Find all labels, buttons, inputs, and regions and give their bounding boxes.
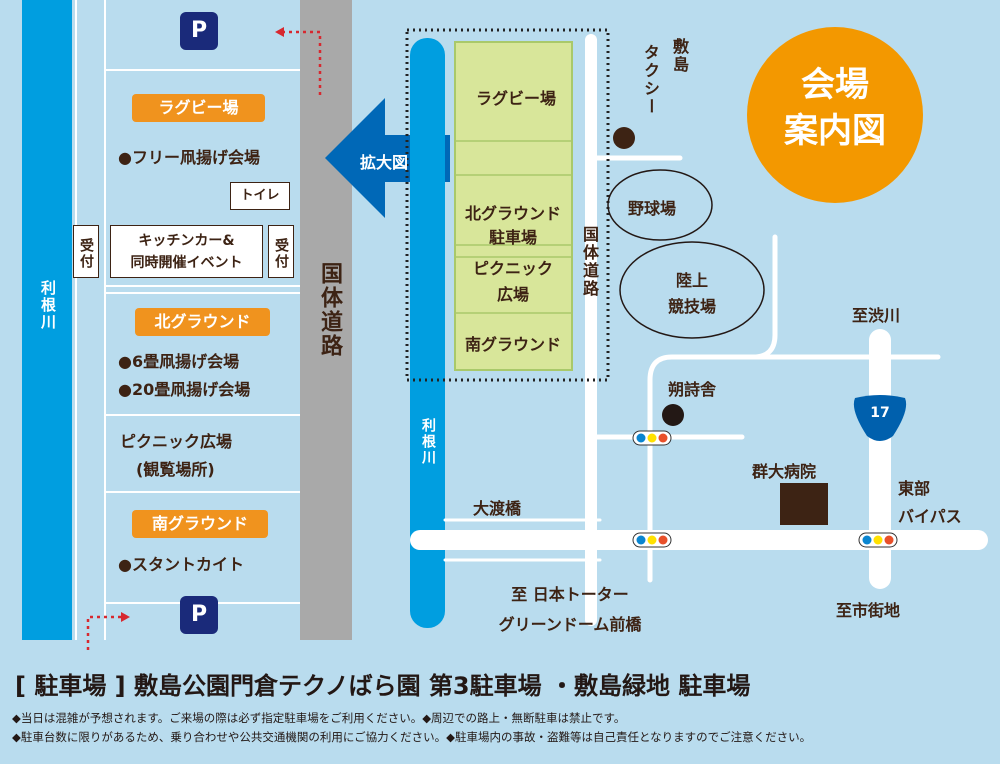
city-label: 至市街地 bbox=[836, 601, 901, 620]
kite6-area: ●6畳凧揚げ会場 bbox=[118, 352, 240, 371]
bypass-line2: バイパス bbox=[898, 507, 962, 526]
river-label: 利根川 bbox=[39, 280, 57, 331]
river-label-right: 利根川 bbox=[420, 418, 436, 466]
road-gray bbox=[300, 0, 352, 640]
title-line1: 会場 bbox=[801, 65, 869, 105]
kitchen-car-label: キッチンカー& 同時開催イベント bbox=[110, 225, 263, 278]
title-badge-circle bbox=[747, 27, 923, 203]
bridge-label: 大渡橋 bbox=[473, 499, 522, 518]
stunt-kite-area: ●スタントカイト bbox=[118, 555, 244, 574]
kite20-area: ●20畳凧揚げ会場 bbox=[118, 380, 251, 399]
river-right bbox=[410, 38, 445, 628]
baseball-label: 野球場 bbox=[628, 199, 677, 218]
shibukawa-label: 至渋川 bbox=[852, 306, 901, 325]
picnic-line1: ピクニック bbox=[472, 259, 553, 278]
note-2: ◆駐車台数に限りがあるため、乗り合わせや公共交通機関の利用にご協力ください。◆駐… bbox=[12, 730, 812, 744]
athletics-label: 陸上 競技場 bbox=[652, 268, 732, 320]
title-line2: 案内図 bbox=[784, 111, 886, 151]
road-label: 国体道路 bbox=[317, 262, 342, 358]
detail-lines bbox=[75, 0, 300, 640]
viewing-label: (観覧場所) bbox=[136, 460, 215, 479]
kitchen-line2: 同時開催イベント bbox=[130, 255, 243, 271]
title-badge: 会場 案内図 bbox=[747, 62, 923, 154]
dome-line2: グリーンドーム前橋 bbox=[498, 615, 642, 634]
athletics-line1: 陸上 bbox=[675, 271, 708, 290]
picnic-field: ピクニック 広場 bbox=[458, 256, 568, 308]
bypass-line1: 東部 bbox=[898, 479, 931, 498]
note-1: ◆当日は混雑が予想されます。ご来場の際は必ず指定駐車場をご利用ください。◆周辺で… bbox=[12, 711, 626, 725]
reception-left: 受付 bbox=[73, 225, 99, 278]
kitchen-line1: キッチンカー& bbox=[138, 233, 235, 249]
north-parking-line2: 駐車場 bbox=[488, 228, 537, 247]
taxi-label-1: 敷島 bbox=[670, 38, 689, 74]
athletics-line2: 競技場 bbox=[667, 297, 716, 316]
rugby-field: ラグビー場 bbox=[475, 89, 556, 108]
bypass-label: 東部 バイパス bbox=[898, 475, 962, 531]
hospital-marker bbox=[780, 483, 828, 525]
field-area bbox=[454, 41, 573, 371]
parking-icon: P bbox=[180, 596, 218, 634]
south-field: 南グラウンド bbox=[464, 335, 561, 354]
baseball-outline bbox=[607, 169, 713, 241]
parking-info: [ 駐車場 ] 敷島公園門倉テクノばら園 第3駐車場 ・敷島緑地 駐車場 bbox=[15, 672, 751, 700]
entry-arrows bbox=[86, 30, 322, 650]
free-kite-area: ●フリー凧揚げ会場 bbox=[118, 148, 260, 167]
sakushisha-marker bbox=[662, 404, 684, 426]
north-parking: 北グラウンド 駐車場 bbox=[458, 202, 568, 250]
dome-line1: 至 日本トーター bbox=[511, 585, 629, 604]
traffic-light-icon bbox=[632, 430, 898, 548]
picnic-line2: 広場 bbox=[496, 285, 529, 304]
dome-label: 至 日本トーター グリーンドーム前橋 bbox=[470, 580, 670, 640]
taxi-label-2: タクシー bbox=[641, 44, 660, 116]
rugby-label: ラグビー場 bbox=[132, 94, 265, 122]
south-ground-label: 南グラウンド bbox=[132, 510, 268, 538]
taxi-marker bbox=[613, 127, 635, 149]
athletics-outline bbox=[619, 241, 765, 339]
sakushisha-label: 朔詩舎 bbox=[668, 380, 717, 399]
enlarge-arrow bbox=[325, 98, 450, 218]
enlarge-label: 拡大図 bbox=[360, 153, 409, 172]
hospital-label: 群大病院 bbox=[752, 462, 817, 481]
river-left bbox=[22, 0, 72, 640]
route-shield-icon bbox=[853, 395, 907, 441]
north-ground-label: 北グラウンド bbox=[135, 308, 270, 336]
parking-icon: P bbox=[180, 12, 218, 50]
picnic-label: ピクニック広場 bbox=[120, 432, 233, 451]
reception-right: 受付 bbox=[268, 225, 294, 278]
road-label-right: 国体道路 bbox=[580, 226, 599, 298]
north-parking-line1: 北グラウンド bbox=[464, 204, 561, 223]
route-number: 17 bbox=[870, 405, 890, 421]
toilet-label: トイレ bbox=[230, 182, 290, 210]
